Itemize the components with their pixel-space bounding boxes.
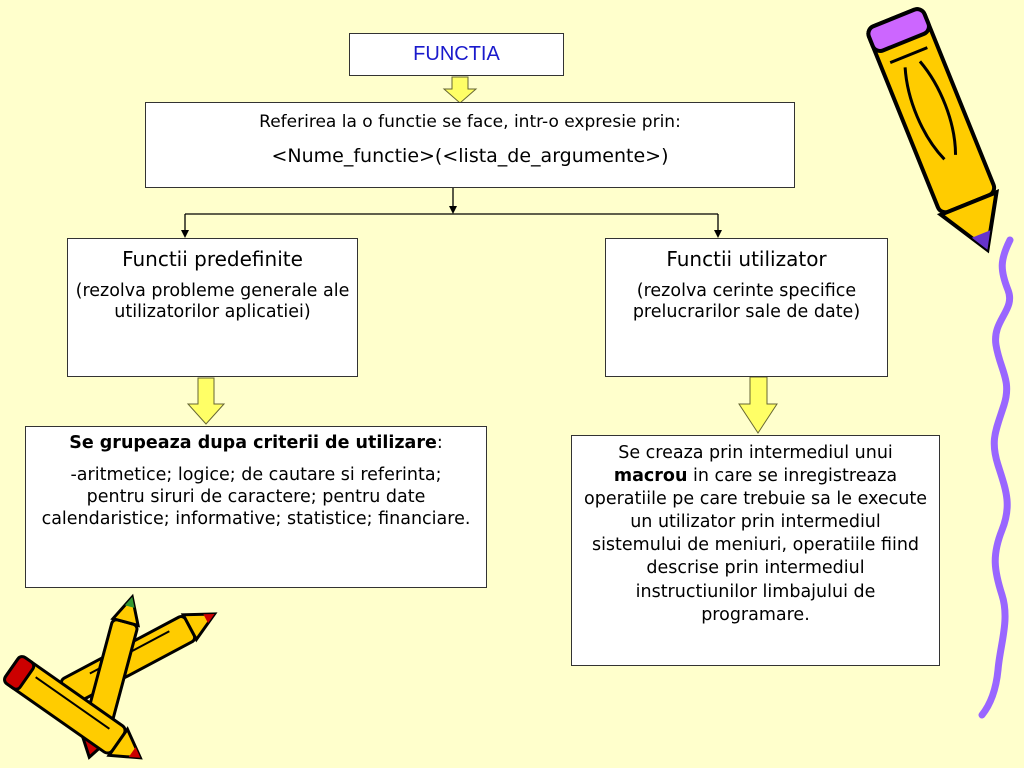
- block-arrow-icon: [186, 377, 226, 425]
- title-box: FUNCTIA: [349, 33, 564, 76]
- reference-box: Referirea la o functie se face, intr-o e…: [145, 102, 795, 188]
- pencil-icon: [3, 655, 143, 760]
- predefined-description: (rezolva probleme generale ale utilizato…: [75, 281, 350, 322]
- user-details-box: Se creaza prin intermediul unui macrou i…: [571, 435, 940, 666]
- block-arrow-icon: [442, 76, 478, 104]
- predefined-details-box: Se grupeaza dupa criterii de utilizare: …: [25, 426, 487, 588]
- predefined-categories-text: -aritmetice; logice; de cautare si refer…: [41, 464, 471, 529]
- syntax-line: <Nume_functie>(<lista_de_argumente>): [271, 145, 669, 167]
- heading-colon: :: [436, 433, 443, 453]
- pencil-icon: [59, 612, 218, 705]
- arrowhead-icon: [714, 230, 722, 238]
- reference-line: Referirea la o functie se face, intr-o e…: [259, 112, 681, 132]
- user-details-text-start: Se creaza prin intermediul unui: [618, 443, 893, 463]
- wavy-line-icon: [978, 236, 1014, 719]
- macro-keyword: macrou: [613, 466, 688, 487]
- predefined-title: Functii predefinite: [122, 247, 303, 271]
- arrowhead-icon: [181, 230, 189, 238]
- arrowhead-icon: [449, 206, 457, 214]
- pencil-icon: [866, 7, 1000, 254]
- title-text: FUNCTIA: [413, 43, 500, 65]
- user-title: Functii utilizator: [666, 247, 827, 271]
- predefined-details-heading: Se grupeaza dupa criterii de utilizare:: [40, 433, 472, 455]
- block-arrow-icon: [738, 376, 778, 434]
- user-details-text-end: in care se inregistreaza operatiile pe c…: [584, 466, 928, 625]
- branch-connector: [184, 188, 719, 232]
- user-functions-box: Functii utilizator (rezolva cerinte spec…: [605, 238, 888, 377]
- grouping-criteria-label: Se grupeaza dupa criterii de utilizare: [69, 433, 437, 453]
- predefined-functions-box: Functii predefinite (rezolva probleme ge…: [67, 238, 358, 377]
- user-description: (rezolva cerinte specifice prelucrarilor…: [632, 281, 861, 322]
